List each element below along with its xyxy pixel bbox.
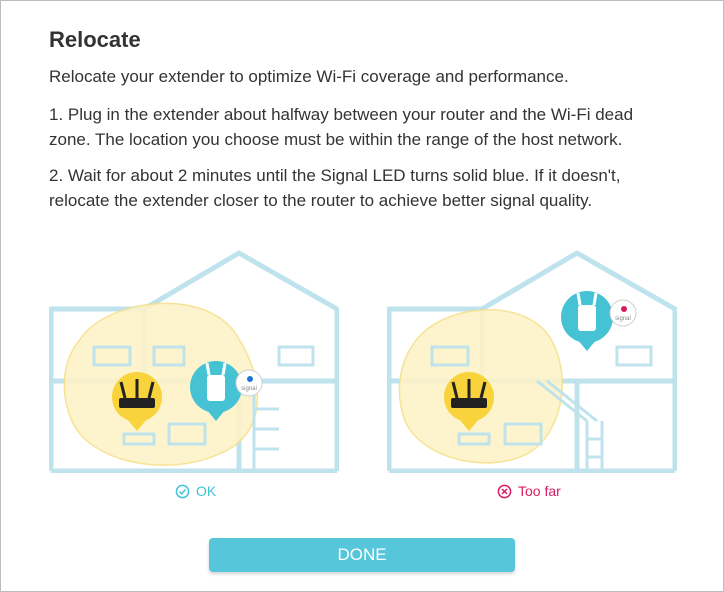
house-too-far-illustration: signal bbox=[387, 250, 677, 473]
house-ok-illustration: signal bbox=[49, 250, 339, 473]
furniture bbox=[430, 345, 653, 471]
dialog-title: Relocate bbox=[49, 27, 141, 52]
step-2-text: 2. Wait for about 2 minutes until the Si… bbox=[49, 166, 621, 210]
intro-text: Relocate your extender to optimize Wi-Fi… bbox=[49, 67, 569, 86]
extender-icon: signal bbox=[561, 291, 637, 351]
check-circle-icon bbox=[175, 484, 190, 498]
signal-led-label: signal bbox=[241, 386, 257, 392]
furniture bbox=[92, 345, 315, 471]
step-1-text: 1. Plug in the extender about halfway be… bbox=[49, 105, 634, 149]
status-too-far: Too far bbox=[497, 481, 561, 501]
done-button[interactable]: DONE bbox=[209, 538, 515, 572]
signal-led-label: signal bbox=[615, 316, 631, 322]
coverage-area bbox=[63, 302, 259, 466]
extender-icon: signal bbox=[190, 361, 263, 421]
status-too-far-label: Too far bbox=[518, 483, 561, 499]
x-circle-icon bbox=[497, 484, 512, 498]
status-ok: OK bbox=[175, 481, 216, 501]
status-ok-label: OK bbox=[196, 483, 217, 499]
router-icon bbox=[112, 372, 162, 431]
signal-led bbox=[247, 376, 253, 382]
signal-led bbox=[621, 306, 627, 312]
router-icon bbox=[444, 372, 494, 431]
